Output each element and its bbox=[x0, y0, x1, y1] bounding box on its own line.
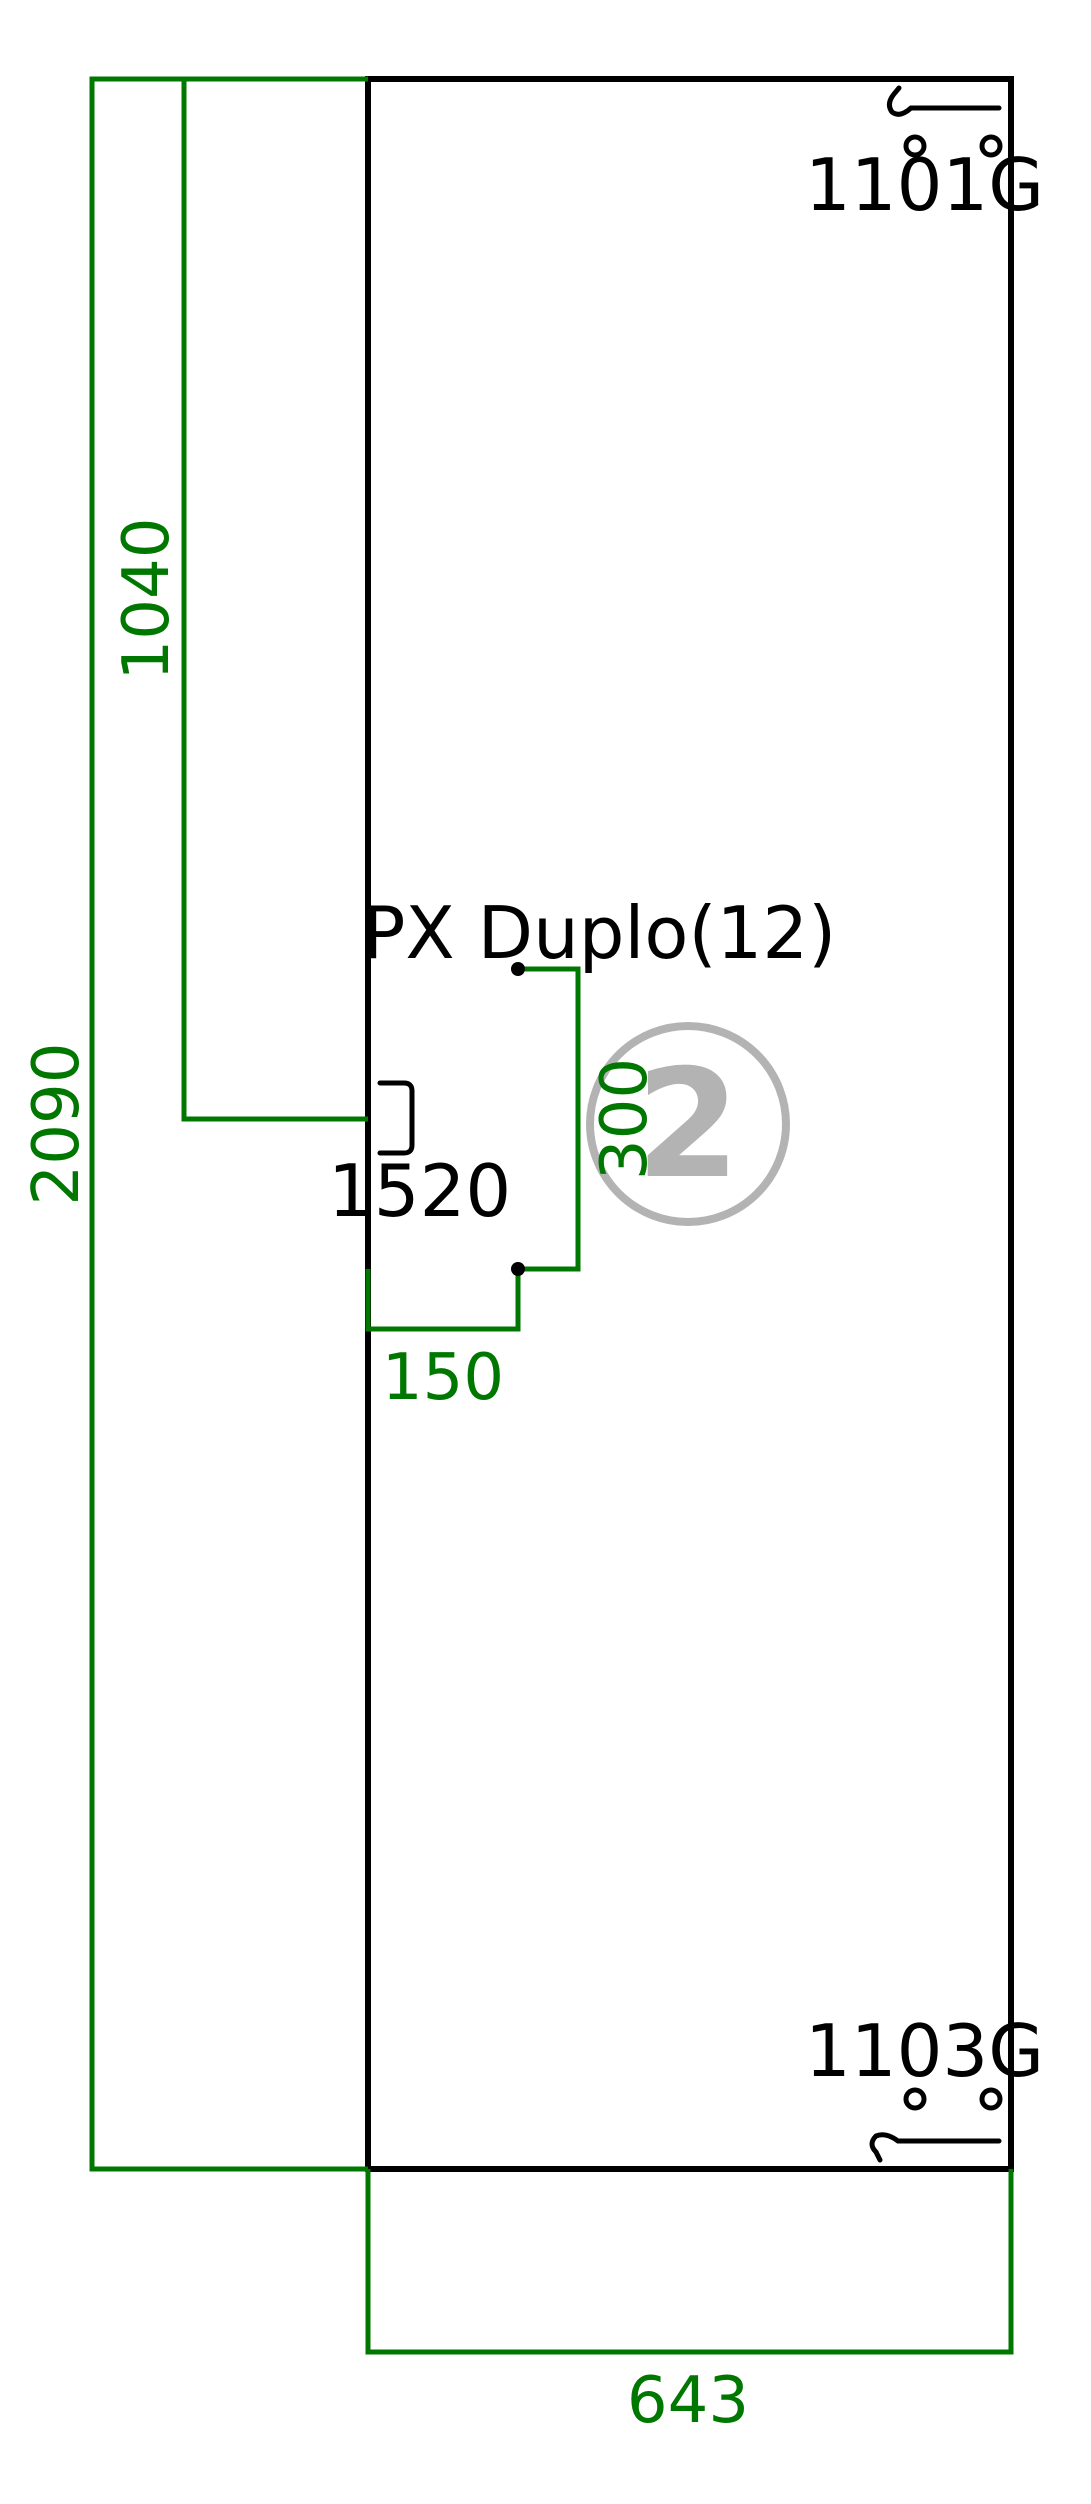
handle-icon bbox=[377, 1080, 415, 1156]
dim-handle-spacing: 300 bbox=[588, 1058, 662, 1180]
top-hinge-icon bbox=[886, 85, 1003, 158]
bottom-hinge-label: 1103G bbox=[805, 2009, 1044, 2093]
bottom-hinge-icon bbox=[869, 2087, 1003, 2163]
badge-number: 2 bbox=[636, 1038, 740, 1212]
badge-circle bbox=[586, 1022, 790, 1226]
handle-label: 1520 bbox=[328, 1149, 511, 1233]
dimension-lines bbox=[89, 76, 1014, 2355]
dim-height: 2090 bbox=[20, 1043, 94, 1206]
door-outline bbox=[365, 76, 1014, 2172]
door-model-label: PX Duplo(12) bbox=[362, 891, 836, 975]
dim-handle-offset: 150 bbox=[382, 1341, 504, 1415]
dim-handle-height: 1040 bbox=[110, 518, 184, 681]
top-hinge-label: 1101G bbox=[805, 143, 1044, 227]
handle-mount-points bbox=[511, 962, 525, 1276]
dim-width: 643 bbox=[627, 2364, 749, 2438]
